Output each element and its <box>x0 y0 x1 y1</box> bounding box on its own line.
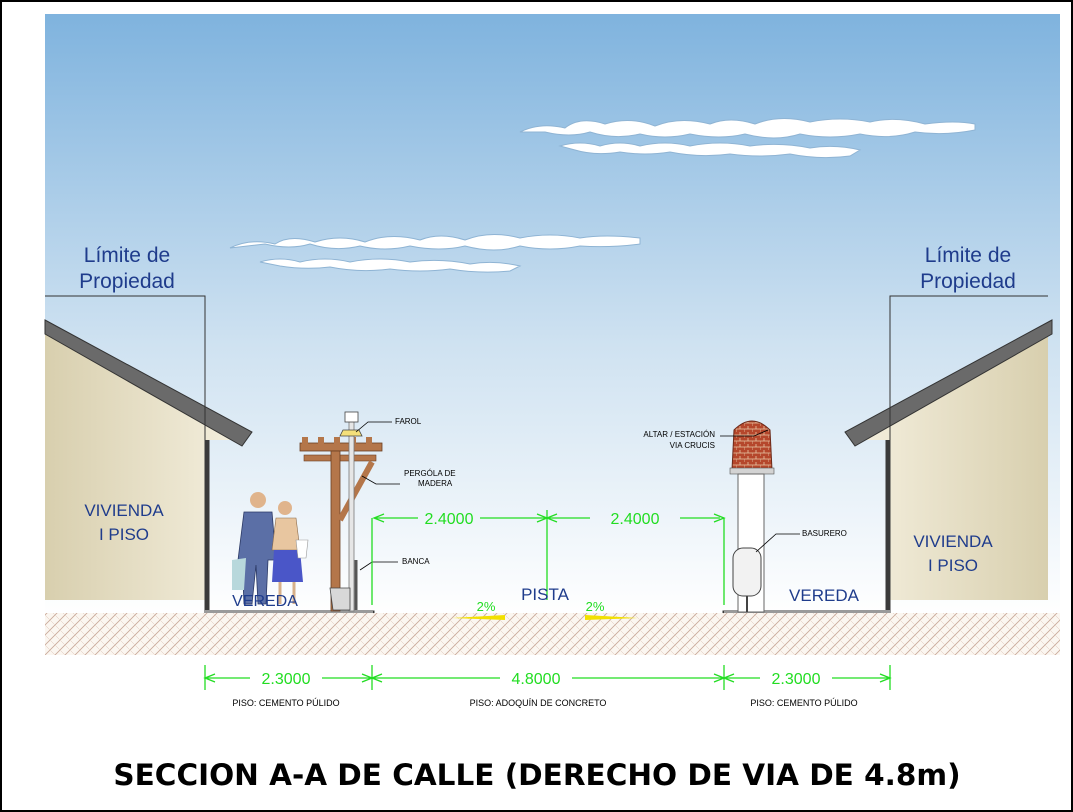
lamp-post <box>339 411 363 612</box>
cloud-icon <box>519 118 976 159</box>
floor-right: PISO: CEMENTO PÚLIDO <box>750 698 857 708</box>
zone-vereda-left: VEREDA <box>232 593 298 610</box>
floor-left: PISO: CEMENTO PÚLIDO <box>232 698 339 708</box>
cloud-icon <box>229 234 641 273</box>
zone-vereda-right: VEREDA <box>789 586 860 605</box>
slope-left: 2% <box>477 599 496 614</box>
pergola <box>299 437 383 612</box>
property-limit-left-line2: Propiedad <box>79 270 175 293</box>
callout-altar-line2: VIA CRUCIS <box>670 441 715 450</box>
trash-bin <box>732 547 762 612</box>
pedestrians <box>232 492 309 605</box>
house-right-line2: I PISO <box>928 556 978 575</box>
slope-arrow-left <box>452 615 505 620</box>
property-limit-right-line1: Límite de <box>925 244 1011 267</box>
dimension-lower-left: 2.3000 <box>262 671 311 688</box>
property-limit-right-line2: Propiedad <box>920 270 1016 293</box>
bench <box>329 560 358 611</box>
dimension-upper-right: 2.4000 <box>611 511 660 528</box>
floor-center: PISO: ADOQUÍN DE CONCRETO <box>470 698 607 708</box>
dimension-lower-right: 2.3000 <box>772 671 821 688</box>
slope-arrow-right <box>585 615 638 620</box>
callout-pergola-line1: PERGÓLA DE <box>404 469 456 478</box>
house-right-line1: VIVIENDA <box>913 532 993 551</box>
property-limit-left-line1: Límite de <box>84 244 170 267</box>
upper-dimension-lines <box>371 510 726 605</box>
zone-pista: PISTA <box>521 585 570 604</box>
callout-pergola-line2: MADERA <box>418 479 453 488</box>
house-left-line2: I PISO <box>99 525 149 544</box>
left-house <box>44 295 253 600</box>
slope-right: 2% <box>586 599 605 614</box>
house-left-line1: VIVIENDA <box>84 501 164 520</box>
dimension-lower-center: 4.8000 <box>512 671 561 688</box>
right-house <box>844 295 1053 600</box>
drawing-title: SECCION A-A DE CALLE (DERECHO DE VIA DE … <box>113 758 960 792</box>
callout-banca: BANCA <box>402 557 430 566</box>
callout-basurero: BASURERO <box>802 529 847 538</box>
dimension-upper-left: 2.4000 <box>425 511 474 528</box>
callout-farol: FAROL <box>395 417 422 426</box>
soil-hatch-road <box>372 629 725 655</box>
callout-altar-line1: ALTAR / ESTACIÓN <box>643 430 715 439</box>
lower-dimension-lines <box>203 665 892 690</box>
